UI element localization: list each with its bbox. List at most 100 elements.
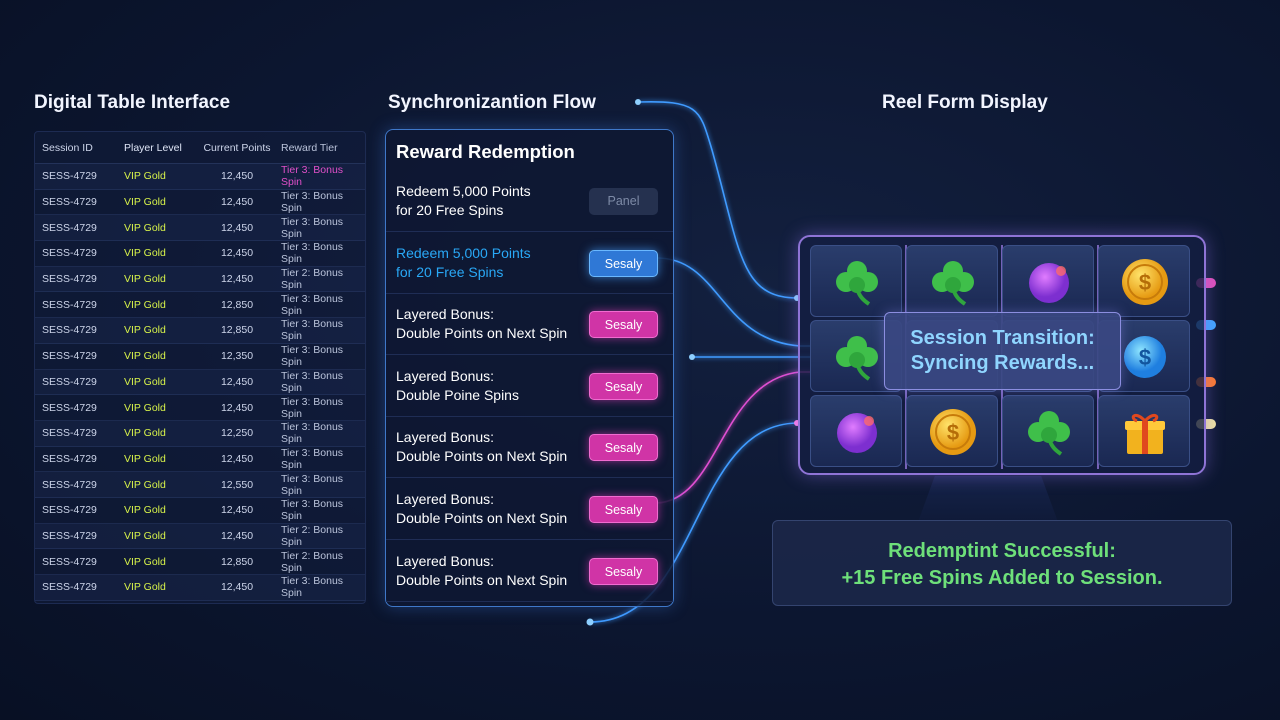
reward-item: Layered Bonus: Double Points on Next Spin… [386, 479, 673, 540]
reward-item-title: Layered Bonus: [396, 429, 495, 446]
current-points-cell: 12,450 [220, 247, 254, 260]
connector-node [635, 99, 641, 105]
redeem-button[interactable]: Sesaly [589, 311, 658, 339]
reward-tier-cell: Tier 3: Bonus Spin [281, 190, 344, 215]
player-level-cell: VIP Gold [124, 555, 166, 568]
header-player-level[interactable]: Player Level [124, 141, 182, 154]
reel-stand [918, 476, 1058, 522]
svg-text:$: $ [1139, 270, 1151, 295]
session-id-cell: SESS-4729 [42, 401, 97, 414]
current-points-cell: 12,450 [220, 504, 254, 517]
player-level-cell: VIP Gold [124, 529, 166, 542]
session-id-cell: SESS-4729 [42, 427, 97, 440]
reward-tier-cell: Tier 3: Bonus Spin [281, 215, 344, 240]
header-current-points[interactable]: Current Points [203, 141, 271, 154]
reward-item-title: Redeem 5,000 Points [396, 183, 531, 199]
transition-line-1: Session Transition: [910, 327, 1095, 349]
reward-item-title: Layered Bonus: [396, 306, 495, 323]
reward-tier-cell: Tier 3: Bonus Spin [281, 472, 344, 497]
reward-tier-cell: Tier 3: Bonus Spin [281, 498, 344, 523]
reel-cell [810, 245, 902, 317]
purple-orb-icon [829, 404, 885, 460]
header-reward-tier[interactable]: Reward Tier [281, 141, 338, 154]
reward-tier-cell: Tier 3: Bonus Spin [281, 575, 344, 600]
current-points-cell: 12,450 [220, 221, 254, 234]
reward-item: Layered Bonus: Double Points on Next Spin… [386, 541, 673, 602]
session-id-cell: SESS-4729 [42, 581, 97, 594]
reward-tier-cell: Tier 3: Bonus Spin [281, 241, 344, 266]
reward-item-title: Layered Bonus: [396, 491, 495, 507]
reel-side-tab [1196, 320, 1216, 330]
reward-item-subtitle: Double Points on Next Spin [396, 571, 568, 588]
transition-line-2: Syncing Rewards... [910, 352, 1095, 374]
current-points-cell: 12,450 [220, 375, 254, 388]
reward-item: Layered Bonus:Double Poine Spins Sesaly [386, 356, 673, 417]
reel-side-tab [1196, 419, 1216, 429]
current-points-cell: 12,450 [220, 401, 254, 414]
reel-cell [1002, 395, 1094, 467]
current-points-cell: 12,250 [220, 427, 254, 440]
reward-tier-cell: Tier 3: Bonus Spin [281, 395, 344, 420]
player-level-cell: VIP Gold [124, 221, 166, 234]
player-level-cell: VIP Gold [124, 452, 166, 465]
current-points-cell: 12,450 [220, 273, 254, 286]
blue-coin-icon: $ [1117, 329, 1173, 385]
redeem-button[interactable]: Sesaly [589, 372, 658, 400]
current-points-cell: 12,450 [220, 170, 254, 183]
reward-item-subtitle: Double Points on Next Spin [396, 510, 568, 526]
redeem-button[interactable]: Panel [589, 188, 658, 215]
reward-tier-cell: Tier 3: Bonus Spin [281, 446, 344, 471]
success-line-1: Redemptint Successful: [888, 540, 1116, 562]
player-level-cell: VIP Gold [124, 504, 166, 517]
clover-icon [829, 329, 885, 385]
reward-tier-cell: Tier 3: Bonus Spin [281, 369, 344, 394]
table-row[interactable]: SESS-4729 VIP Gold 12,450 Tier 3: Bonus Spi… [35, 215, 365, 242]
current-points-cell: 12,350 [220, 350, 254, 363]
session-id-cell: SESS-4729 [42, 273, 97, 286]
reward-item-subtitle: for 20 Free Spins [396, 202, 504, 218]
player-level-cell: VIP Gold [124, 375, 166, 388]
player-level-cell: VIP Gold [124, 324, 166, 337]
session-id-cell: SESS-4729 [42, 350, 97, 363]
reward-tier-cell: Tier 3: Bonus Spin [281, 318, 344, 343]
redeem-button[interactable]: Sesaly [589, 434, 658, 462]
session-id-cell: SESS-4729 [42, 221, 97, 234]
reward-tier-cell: Tier 2: Bonus Spin [281, 267, 344, 292]
redeem-button[interactable]: Sesaly [589, 496, 658, 523]
reward-item-title: Layered Bonus: [396, 552, 495, 569]
redeem-button[interactable]: Sesaly [589, 557, 658, 585]
current-points-cell: 12,450 [220, 581, 254, 594]
session-transition-overlay: Session Transition: Syncing Rewards... [884, 312, 1121, 390]
reel-cell [1098, 395, 1190, 467]
reel-section-title: Reel Form Display [882, 92, 1048, 113]
gold-coin-icon: $ [925, 404, 981, 460]
header-session-id[interactable]: Session ID [42, 141, 93, 154]
table-header: Session ID Player Level Current Points R… [35, 132, 365, 164]
reward-item-text: Layered Bonus:Double Poine Spins [396, 367, 519, 405]
reward-item-subtitle: Double Poine Spins [396, 386, 519, 403]
current-points-cell: 12,850 [220, 298, 254, 311]
reel-cell: $ [906, 395, 998, 467]
redemption-success-banner: Redemptint Successful: +15 Free Spins Ad… [772, 520, 1232, 606]
player-level-cell: VIP Gold [124, 478, 166, 491]
reel-cell [906, 245, 998, 317]
redeem-button[interactable]: Sesaly [589, 249, 658, 277]
